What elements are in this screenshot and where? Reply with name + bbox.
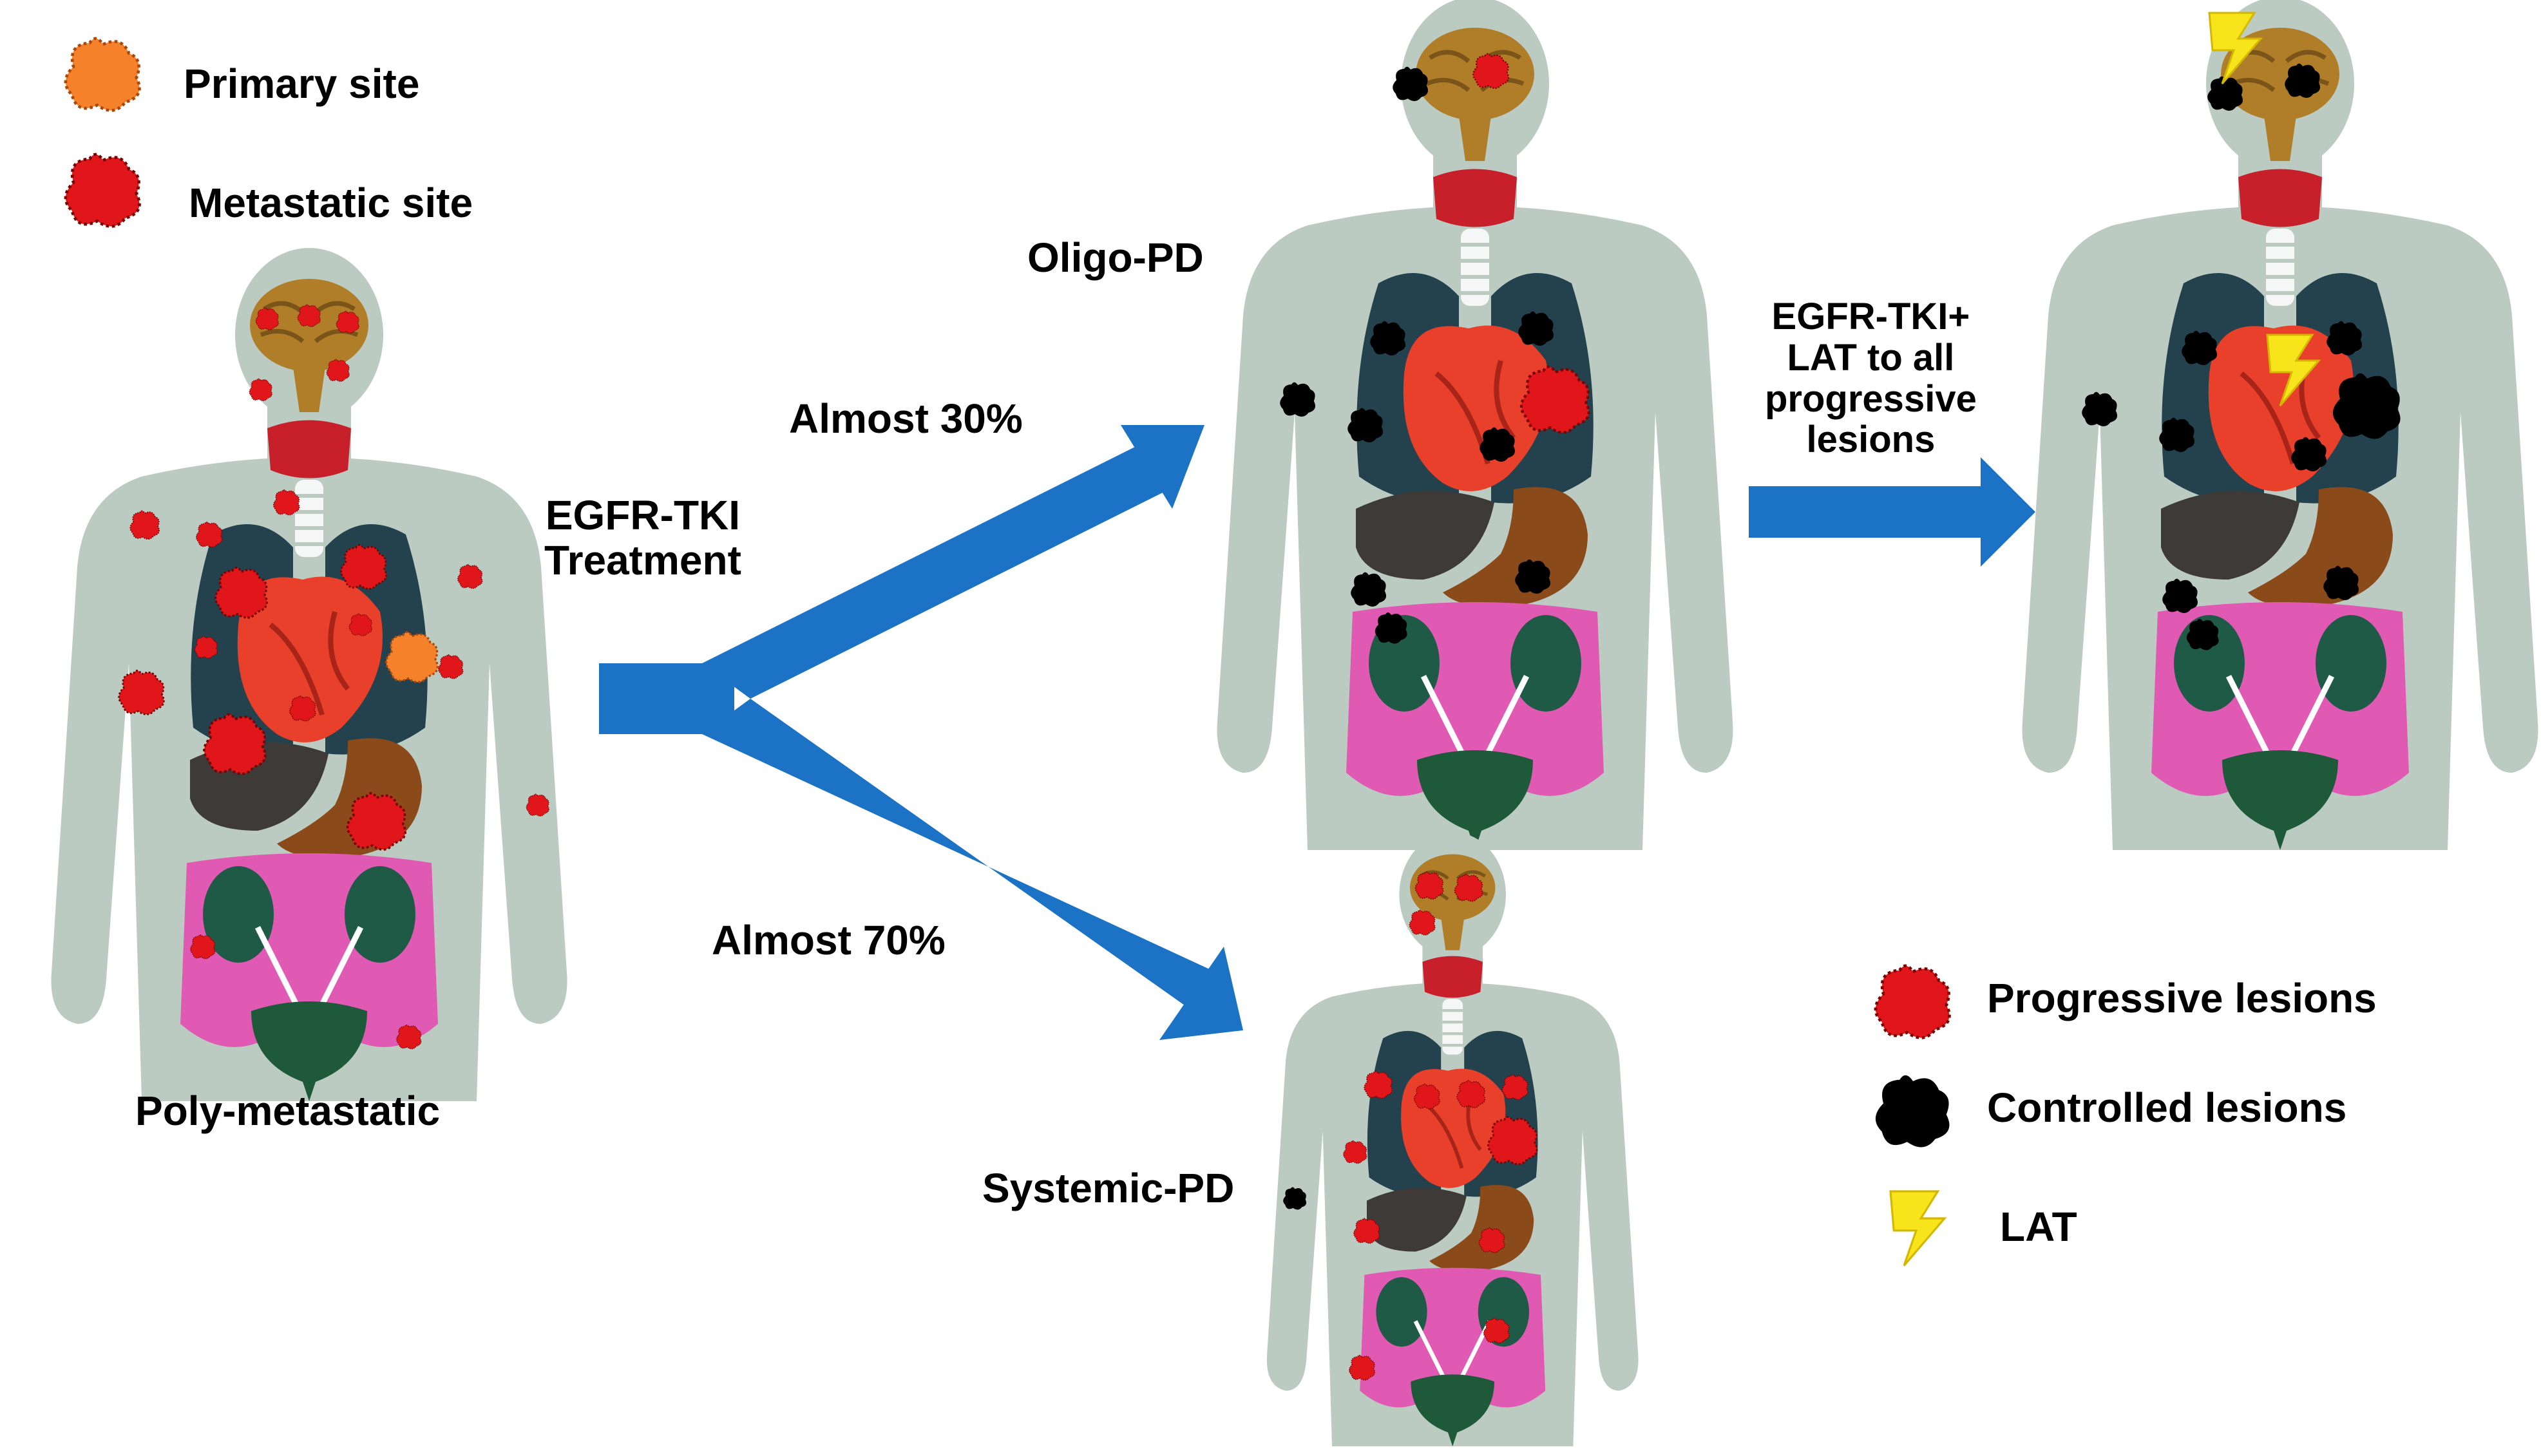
treatment-line-1: EGFR-TKI bbox=[545, 492, 741, 538]
branch-arrow bbox=[599, 425, 1243, 1040]
treatment-line-2: Treatment bbox=[544, 537, 741, 584]
oligo-pd-label: Oligo-PD bbox=[1027, 234, 1204, 281]
figure-oligo-pd bbox=[1217, 0, 1733, 850]
legend-primary-site: Primary site bbox=[184, 61, 420, 107]
lat-arrow bbox=[1749, 457, 2035, 567]
lat-line-1: EGFR-TKI+ bbox=[1771, 296, 1970, 337]
controlled-lesion-icon bbox=[1875, 1075, 1950, 1148]
figure-after-lat bbox=[2022, 0, 2538, 850]
legend-progressive-lesions: Progressive lesions bbox=[1987, 975, 2377, 1021]
figure-poly-metastatic bbox=[52, 248, 567, 1101]
systemic-pd-label: Systemic-PD bbox=[982, 1165, 1235, 1211]
metastatic-site-icon bbox=[66, 155, 140, 227]
lat-line-2: LAT to all bbox=[1787, 336, 1955, 379]
systemic-percent-label: Almost 70% bbox=[712, 917, 946, 963]
lat-treatment-label: EGFR-TKI+ LAT to all progressive lesions bbox=[1765, 296, 1977, 460]
lat-line-4: lesions bbox=[1806, 419, 1936, 461]
oligo-percent-label: Almost 30% bbox=[789, 395, 1023, 442]
primary-site-icon bbox=[66, 39, 140, 111]
lat-line-3: progressive bbox=[1765, 377, 1977, 420]
progressive-lesion-icon bbox=[1876, 966, 1950, 1038]
figure-systemic-pd bbox=[1267, 832, 1639, 1446]
treatment-label: EGFR-TKI Treatment bbox=[544, 493, 741, 583]
lat-lightning-icon bbox=[1889, 1190, 1946, 1267]
poly-metastatic-label: Poly-metastatic bbox=[135, 1088, 441, 1134]
legend-lat: LAT bbox=[2000, 1204, 2077, 1250]
legend-controlled-lesions: Controlled lesions bbox=[1987, 1084, 2347, 1131]
legend-metastatic-site: Metastatic site bbox=[189, 180, 473, 226]
